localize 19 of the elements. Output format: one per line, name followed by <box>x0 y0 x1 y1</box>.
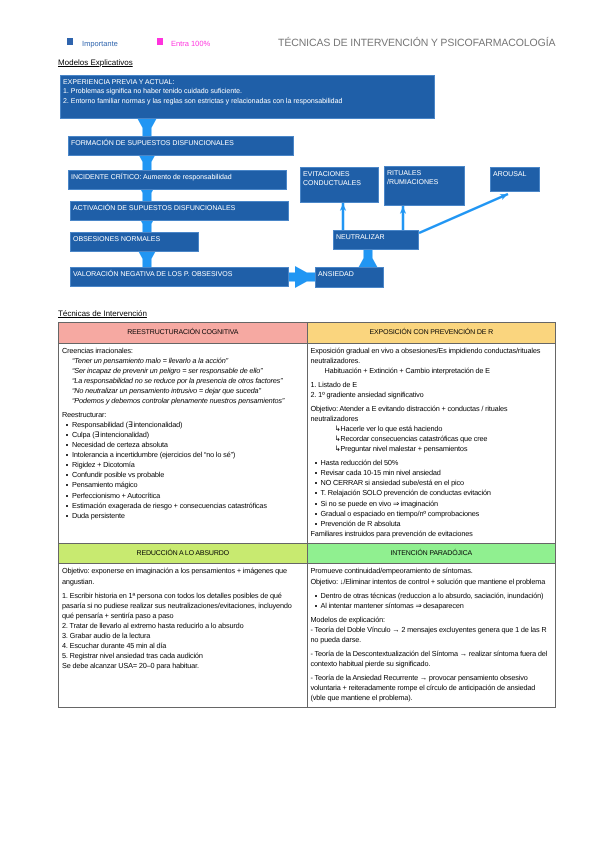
process-box <box>384 166 465 206</box>
process-box <box>333 230 419 250</box>
arrow <box>418 192 508 234</box>
process-box <box>68 170 287 190</box>
process-box <box>60 75 435 119</box>
arrow <box>400 206 406 230</box>
arrow <box>289 267 315 287</box>
process-box <box>490 167 540 192</box>
arrow <box>358 250 378 270</box>
process-box <box>70 267 289 287</box>
section-heading: Técnicas de Intervención <box>58 309 147 318</box>
process-box <box>315 267 384 288</box>
section-heading: Modelos Explicativos <box>58 58 133 67</box>
arrow <box>340 203 346 230</box>
page-title: TÉCNICAS DE INTERVENCIÓN Y PSICOFARMACOLOGÍA <box>278 37 556 49</box>
process-box <box>300 167 379 203</box>
process-box <box>70 232 199 252</box>
process-box <box>68 136 294 156</box>
process-box <box>70 201 289 221</box>
